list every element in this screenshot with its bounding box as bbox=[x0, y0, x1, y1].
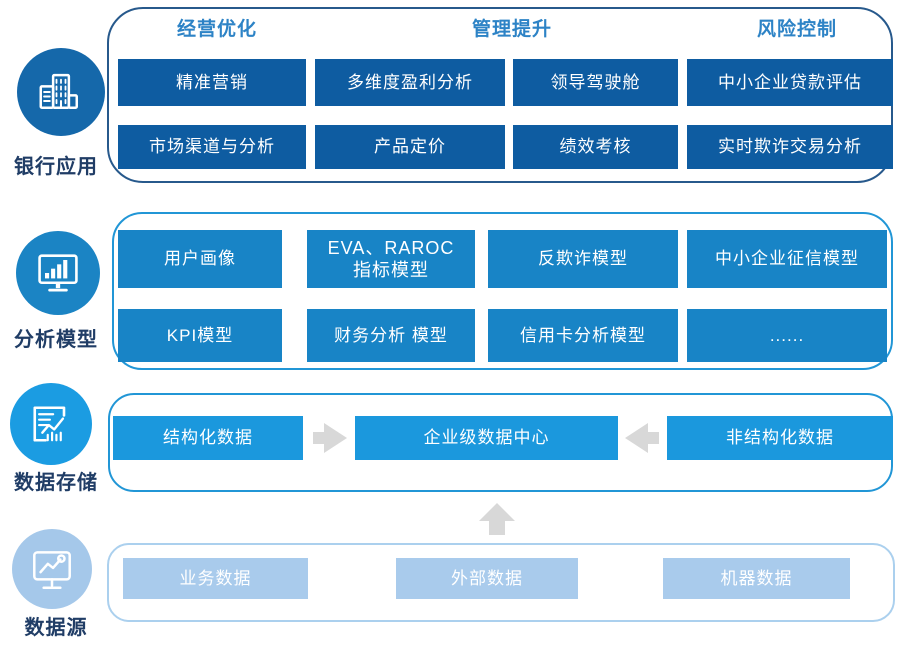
monitor-trend-icon bbox=[12, 529, 92, 609]
model-box-user-profile: 用户画像 bbox=[118, 230, 282, 288]
layer-label-data-sources: 数据源 bbox=[24, 617, 88, 639]
model-box-kpi: KPI模型 bbox=[118, 309, 282, 362]
model-box-credit-card-analysis: 信用卡分析模型 bbox=[488, 309, 678, 362]
data-sources-panel bbox=[107, 543, 895, 622]
source-box-machine-data: 机器数据 bbox=[663, 558, 850, 599]
arrow-right-icon bbox=[309, 417, 351, 464]
storage-box-unstructured-data: 非结构化数据 bbox=[667, 416, 893, 460]
layer-label-data-storage: 数据存储 bbox=[14, 472, 98, 494]
app-box-product-pricing: 产品定价 bbox=[315, 125, 505, 169]
report-chart-icon bbox=[10, 383, 92, 465]
monitor-bar-chart-icon bbox=[16, 231, 100, 315]
storage-box-structured-data: 结构化数据 bbox=[113, 416, 303, 460]
bank-buildings-icon bbox=[17, 48, 105, 136]
app-box-market-channel-analysis: 市场渠道与分析 bbox=[118, 125, 306, 169]
arrow-left-icon bbox=[621, 417, 663, 464]
model-box-sme-credit: 中小企业征信模型 bbox=[687, 230, 887, 288]
storage-box-enterprise-data-center: 企业级数据中心 bbox=[355, 416, 618, 460]
app-box-realtime-fraud-analysis: 实时欺诈交易分析 bbox=[687, 125, 893, 169]
app-box-sme-loan-assessment: 中小企业贷款评估 bbox=[687, 59, 893, 106]
category-header-management: 管理提升 bbox=[471, 19, 552, 40]
model-box-more-ellipsis: ...... bbox=[687, 309, 887, 362]
source-box-external-data: 外部数据 bbox=[396, 558, 578, 599]
category-header-operation: 经营优化 bbox=[176, 19, 257, 40]
app-box-executive-dashboard: 领导驾驶舱 bbox=[513, 59, 678, 106]
source-box-business-data: 业务数据 bbox=[123, 558, 308, 599]
model-box-eva-raroc: EVA、RAROC 指标模型 bbox=[307, 230, 475, 288]
arrow-up-icon bbox=[475, 501, 519, 542]
app-box-precision-marketing: 精准营销 bbox=[118, 59, 306, 106]
model-box-anti-fraud: 反欺诈模型 bbox=[488, 230, 678, 288]
category-header-risk: 风险控制 bbox=[756, 19, 837, 40]
model-box-financial-analysis: 财务分析 模型 bbox=[307, 309, 475, 362]
app-box-performance-review: 绩效考核 bbox=[513, 125, 678, 169]
layer-label-analysis-models: 分析模型 bbox=[14, 329, 98, 351]
analysis-models-panel bbox=[112, 212, 893, 370]
layer-label-banking-apps: 银行应用 bbox=[14, 156, 98, 178]
app-box-profit-analysis: 多维度盈利分析 bbox=[315, 59, 505, 106]
